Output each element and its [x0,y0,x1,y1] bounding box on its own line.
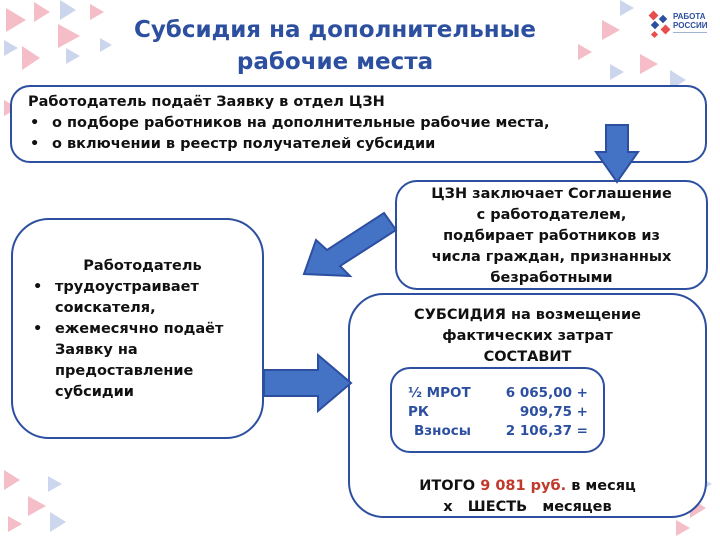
agreement-line: подбирает работников из [443,228,660,244]
arrow-down-icon [594,124,640,184]
logo-line-1: РАБОТА [673,12,706,21]
agreement-box: ЦЗН заключает Соглашение с работодателем… [395,180,708,290]
subsidy-line: СУБСИДИЯ на возмещение [414,307,641,323]
employer-item: трудоустраивает соискателя, [31,277,254,319]
application-item: о подборе работников на дополнительные р… [28,113,705,134]
calc-label: РК [408,404,429,420]
total-line-2: х ШЕСТЬ месяцев [443,499,612,515]
employer-box: Работодатель трудоустраивает соискателя,… [11,218,264,439]
title-line-2: рабочие места [236,49,434,75]
agreement-line: с работодателем, [476,207,627,223]
employer-list: трудоустраивает соискателя, ежемесячно п… [31,277,254,403]
application-item: о включении в реестр получателей субсиди… [28,134,705,155]
agreement-line: числа граждан, признанных [431,249,672,265]
arrow-down-left-icon [302,211,398,278]
calc-label: ½ МРОТ [408,385,471,401]
total-prefix: ИТОГО [419,478,476,494]
total-amount: 9 081 руб. [480,478,567,494]
logo-underline [673,32,707,33]
title-line-1: Субсидия на дополнительные [133,17,537,43]
calc-value: 6 065,00 + [505,385,588,401]
employer-item: ежемесячно подаёт Заявку на предоставлен… [31,319,254,403]
rabota-rossii-logo [648,10,671,39]
total-text: ИТОГО 9 081 руб. в месяц х ШЕСТЬ месяцев [352,476,703,518]
calc-value: 909,75 + [519,404,588,420]
application-list: о подборе работников на дополнительные р… [28,113,705,155]
employer-header: Работодатель [83,258,202,274]
subsidy-line: СОСТАВИТ [483,349,572,365]
logo-line-2: РОССИИ [673,21,708,30]
agreement-line: ЦЗН заключает Соглашение [431,186,672,202]
page-title: Субсидия на дополнительные рабочие места [100,14,570,78]
subsidy-box: СУБСИДИЯ на возмещение фактических затра… [348,293,707,518]
calculation-box: ½ МРОТ 6 065,00 + РК 909,75 + Взносы 2 1… [390,367,605,453]
calc-value: 2 106,37 = [505,423,588,439]
agreement-line: безработными [490,270,613,286]
arrow-right-icon [263,352,353,414]
logo-text: РАБОТА РОССИИ [673,12,708,30]
total-line-1: ИТОГО 9 081 руб. в месяц [352,476,703,497]
calc-label: Взносы [414,423,471,439]
subsidy-line: фактических затрат [442,328,613,344]
application-box: Работодатель подаёт Заявку в отдел ЦЗН о… [10,85,707,163]
application-header: Работодатель подаёт Заявку в отдел ЦЗН [28,94,385,110]
total-suffix: в месяц [571,478,636,494]
